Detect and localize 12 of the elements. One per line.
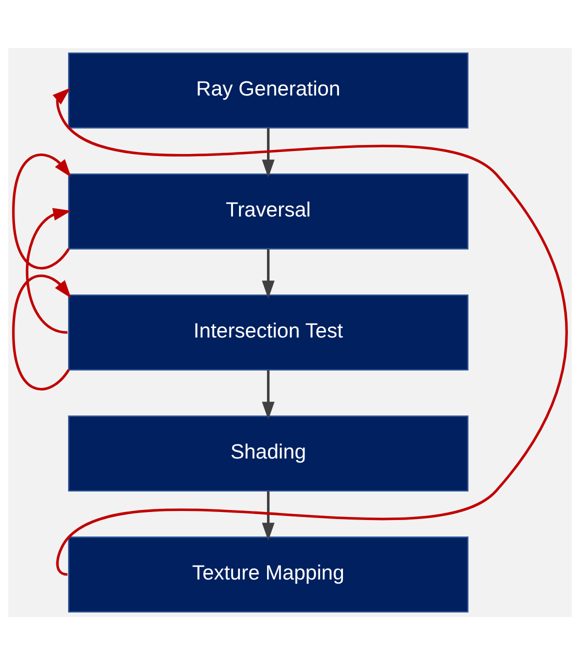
node-box: Texture Mapping: [68, 536, 468, 612]
arrow: [262, 248, 275, 298]
node-box: Traversal: [68, 173, 468, 249]
arrow: [12, 153, 72, 269]
arrow: [262, 127, 275, 178]
node-box: Shading: [68, 415, 468, 491]
node-box: Ray Generation: [68, 52, 468, 128]
arrow: [12, 274, 72, 390]
arrow: [26, 208, 72, 334]
arrow: [262, 369, 275, 420]
node-box: Intersection Test: [68, 294, 468, 370]
arrow: [262, 490, 275, 540]
